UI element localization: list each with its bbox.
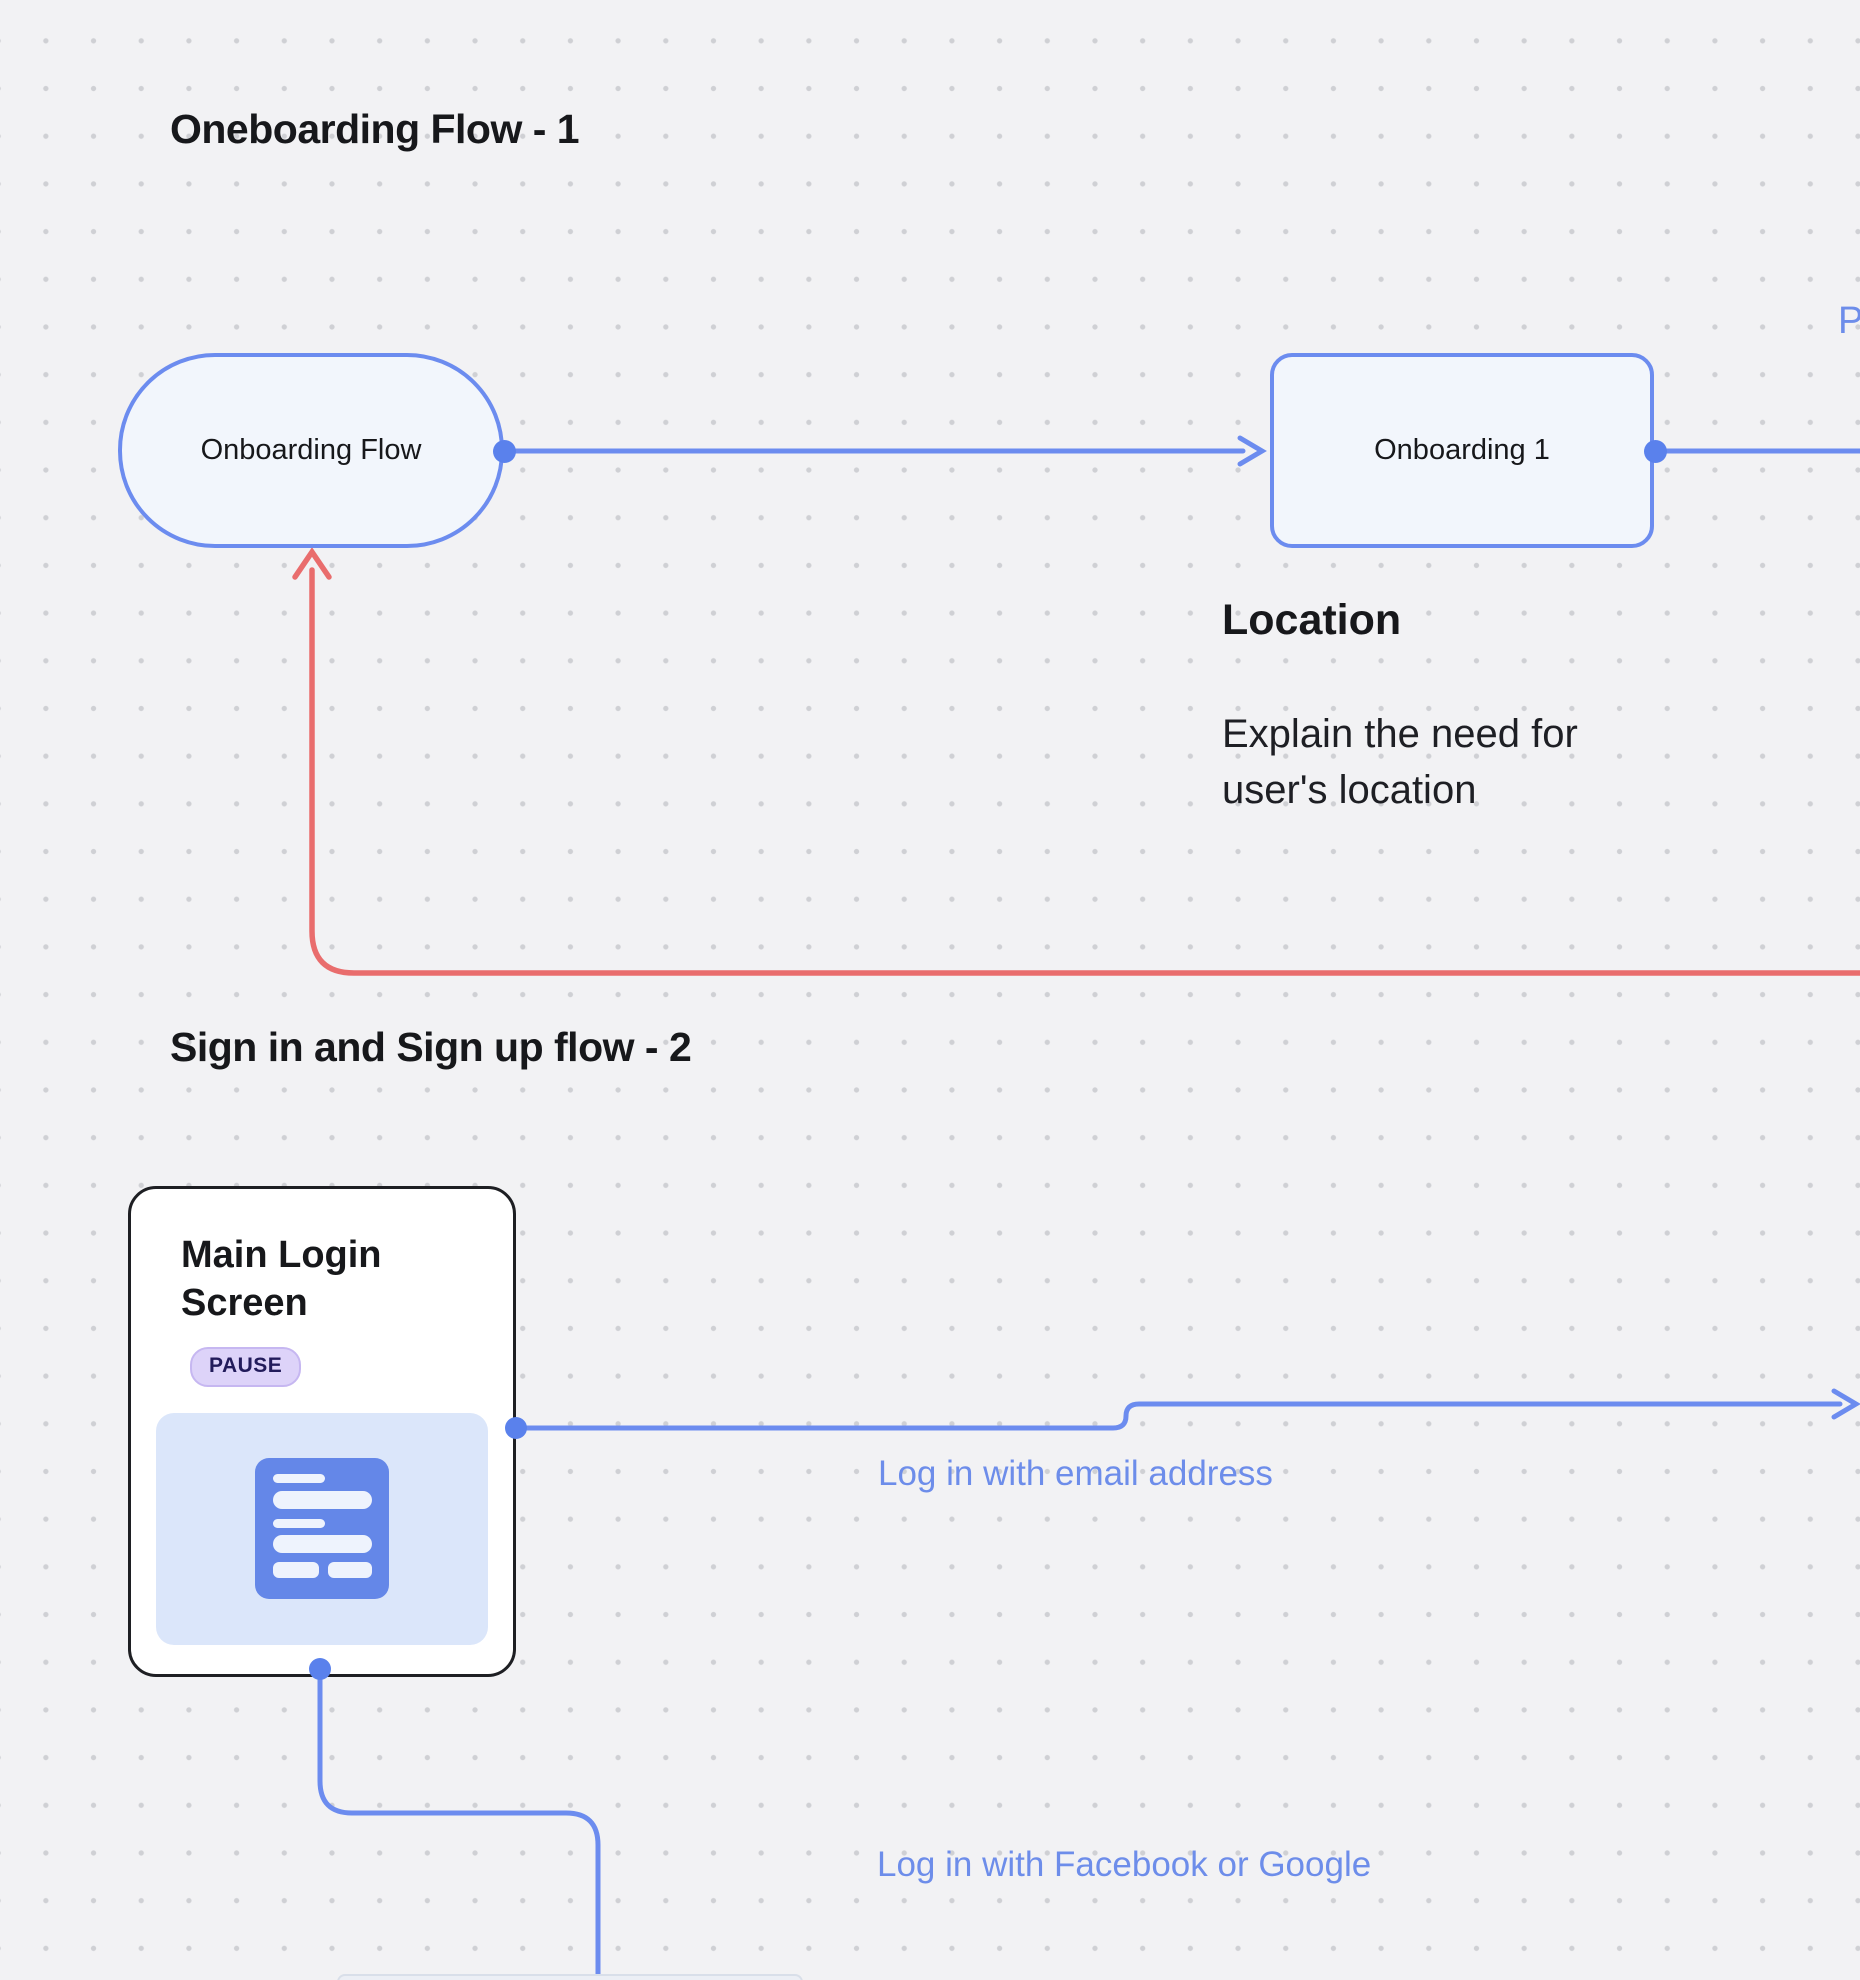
flow1-title[interactable]: Oneboarding Flow - 1	[170, 106, 580, 152]
port-onboarding-1-right[interactable]	[1644, 440, 1667, 463]
form-button-bar	[273, 1562, 319, 1578]
node-partial-bottom-card[interactable]	[337, 1974, 803, 1980]
login-form-icon	[255, 1458, 389, 1599]
edge-login-email[interactable]	[514, 1401, 1843, 1431]
edge-login-social[interactable]	[317, 1667, 601, 1980]
port-onboarding-flow-right[interactable]	[493, 440, 516, 463]
form-input-bar	[273, 1491, 372, 1509]
port-login-card-bottom[interactable]	[309, 1658, 331, 1680]
edge-label-email[interactable]: Log in with email address	[878, 1454, 1273, 1493]
edge-login-email-arrowhead	[1831, 1388, 1860, 1420]
form-field-label-bar	[273, 1474, 325, 1483]
edge-red-loop-back[interactable]	[309, 567, 1860, 976]
form-field-label-bar	[273, 1519, 325, 1528]
note-location-heading[interactable]: Location	[1222, 596, 1402, 644]
node-onboarding-flow-label: Onboarding Flow	[200, 434, 422, 466]
node-onboarding-1[interactable]: Onboarding 1	[1270, 353, 1654, 548]
note-location-body[interactable]: Explain the need for user's location	[1222, 712, 1578, 812]
flow2-title[interactable]: Sign in and Sign up flow - 2	[170, 1024, 692, 1070]
node-onboarding-1-label: Onboarding 1	[1374, 434, 1550, 466]
port-login-card-right[interactable]	[505, 1417, 527, 1439]
login-thumbnail-panel	[156, 1413, 488, 1645]
login-card-title: Main Login Screen	[181, 1234, 382, 1324]
form-button-bar	[328, 1562, 372, 1578]
form-input-bar	[273, 1535, 372, 1553]
edge-label-social[interactable]: Log in with Facebook or Google	[877, 1845, 1372, 1884]
edge-onboarding-1-arrowhead	[1237, 435, 1267, 467]
edge-red-loop-arrowhead	[292, 547, 332, 580]
clipped-edge-label[interactable]: P	[1838, 300, 1860, 342]
node-onboarding-flow[interactable]: Onboarding Flow	[118, 353, 504, 548]
node-main-login-screen[interactable]: Main Login Screen PAUSE	[128, 1186, 516, 1677]
pause-badge: PAUSE	[190, 1347, 302, 1387]
